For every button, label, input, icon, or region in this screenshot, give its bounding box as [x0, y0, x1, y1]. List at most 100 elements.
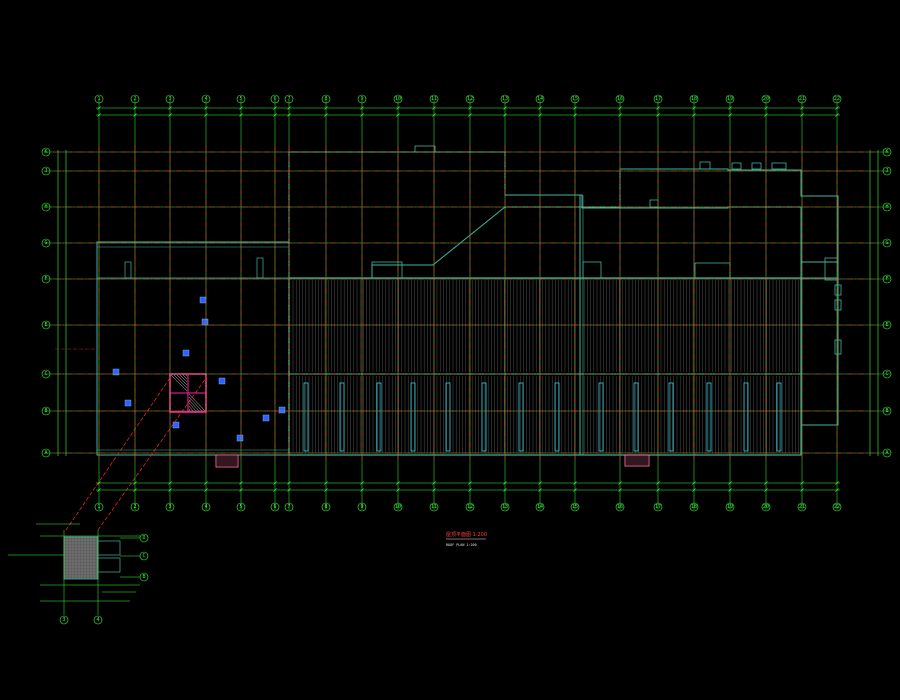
axis-bubble-icon: 4 — [201, 94, 211, 104]
axis-bubble-icon: 1 — [94, 502, 104, 512]
axis-bubble-icon: 8 — [321, 502, 331, 512]
structural-grid — [44, 100, 890, 510]
row-axis-label: C — [885, 371, 888, 377]
axis-bubble-icon: 19 — [725, 94, 735, 104]
axis-bubble-icon: B — [139, 572, 149, 582]
axis-bubble-icon: 15 — [570, 502, 580, 512]
axis-bubble-icon: 21 — [797, 94, 807, 104]
column-axis-label: 13 — [502, 504, 508, 510]
building-outline — [65, 145, 842, 531]
stair-hatch-line — [182, 374, 188, 380]
skylight-strip — [445, 382, 451, 452]
axis-bubble-icon: F — [882, 274, 892, 284]
axis-bubble-icon: J — [882, 166, 892, 176]
column-axis-label: 1 — [97, 96, 100, 102]
grid-axis-bubbles: 1122334455667788991010111112121313141415… — [41, 94, 892, 512]
row-axis-label: A — [44, 450, 47, 456]
detail-column-label: 4 — [96, 617, 99, 623]
axis-bubble-icon: 18 — [689, 502, 699, 512]
column-axis-label: 7 — [287, 96, 290, 102]
axis-bubble-icon: 10 — [393, 502, 403, 512]
stair-hatch-line — [188, 396, 203, 412]
skylight-strip — [481, 382, 487, 452]
axis-bubble-icon: 7 — [284, 94, 294, 104]
axis-bubble-icon: 18 — [689, 94, 699, 104]
skylight-strip — [706, 382, 712, 452]
column-axis-label: 21 — [799, 504, 805, 510]
row-axis-label: H — [44, 204, 47, 210]
axis-bubble-icon: 4 — [201, 502, 211, 512]
column-axis-label: 1 — [97, 504, 100, 510]
skylight-strip — [776, 382, 782, 452]
equipment-marker — [218, 377, 226, 385]
column-axis-label: 12 — [467, 96, 473, 102]
axis-bubble-icon: 20 — [761, 502, 771, 512]
axis-bubble-icon: 3 — [165, 502, 175, 512]
column-axis-label: 14 — [537, 504, 543, 510]
roof-vent-3 — [751, 162, 762, 170]
stair-hatch-line — [173, 374, 188, 389]
equipment-marker — [201, 318, 209, 326]
column-axis-label: 18 — [691, 504, 697, 510]
row-axis-label: G — [44, 240, 47, 246]
roof-rib-lines — [292, 280, 799, 453]
stair-hatch-line — [188, 402, 197, 412]
axis-bubble-icon: D — [139, 533, 149, 543]
axis-bubble-icon: G — [882, 238, 892, 248]
axis-bubble-icon: 16 — [615, 94, 625, 104]
row-axis-label: C — [44, 371, 47, 377]
axis-bubble-icon: 15 — [570, 94, 580, 104]
column-axis-label: 5 — [239, 504, 242, 510]
axis-bubble-icon: 12 — [465, 502, 475, 512]
row-axis-label: K — [885, 149, 888, 155]
detail-row-label: B — [142, 574, 145, 580]
detail-column-label: 3 — [62, 617, 65, 623]
column-axis-label: 22 — [834, 504, 840, 510]
row-axis-label: J — [44, 168, 47, 174]
stair-icon — [170, 374, 206, 412]
west-block-riser-2 — [256, 257, 264, 279]
exit-stair-east — [624, 454, 650, 467]
column-axis-label: 21 — [799, 96, 805, 102]
axis-bubble-icon: 11 — [429, 502, 439, 512]
axis-bubble-icon: B — [41, 406, 51, 416]
roof-outline-east-wing — [801, 261, 839, 426]
equipment-marker — [182, 349, 190, 357]
axis-bubble-icon: 16 — [615, 502, 625, 512]
column-axis-label: 10 — [395, 504, 401, 510]
detail-hatch-pattern — [63, 536, 98, 579]
row-axis-label: E — [44, 322, 47, 328]
skylight-strip — [339, 382, 345, 452]
axis-bubble-icon: 11 — [429, 94, 439, 104]
axis-bubble-icon: 9 — [357, 94, 367, 104]
column-axis-label: 12 — [467, 504, 473, 510]
column-axis-label: 5 — [239, 96, 242, 102]
detail-callout-line-2 — [97, 377, 207, 531]
axis-bubble-icon: H — [41, 202, 51, 212]
skylight-strip — [668, 382, 674, 452]
column-axis-label: 19 — [727, 96, 733, 102]
skylight-strip — [598, 382, 604, 452]
axis-bubble-icon: B — [882, 406, 892, 416]
dimension-rails — [57, 106, 879, 492]
east-wing-box-4 — [834, 339, 842, 355]
column-axis-label: 8 — [324, 504, 327, 510]
detail-row-label: D — [142, 535, 145, 541]
axis-bubble-icon: 17 — [653, 502, 663, 512]
axis-bubble-icon: C — [139, 551, 149, 561]
axis-bubble-icon: 10 — [393, 94, 403, 104]
axis-bubble-icon: 5 — [236, 94, 246, 104]
axis-bubble-icon: 14 — [535, 502, 545, 512]
column-axis-label: 11 — [431, 96, 437, 102]
axis-bubble-icon: 14 — [535, 94, 545, 104]
skylight-strip — [410, 382, 416, 452]
axis-bubble-icon: 13 — [500, 94, 510, 104]
skylight-strip — [633, 382, 639, 452]
equipment-marker — [199, 296, 207, 304]
row-axis-label: A — [885, 450, 888, 456]
axis-bubble-icon: 13 — [500, 502, 510, 512]
skylight-strip — [554, 382, 560, 452]
row-axis-label: F — [44, 276, 47, 282]
